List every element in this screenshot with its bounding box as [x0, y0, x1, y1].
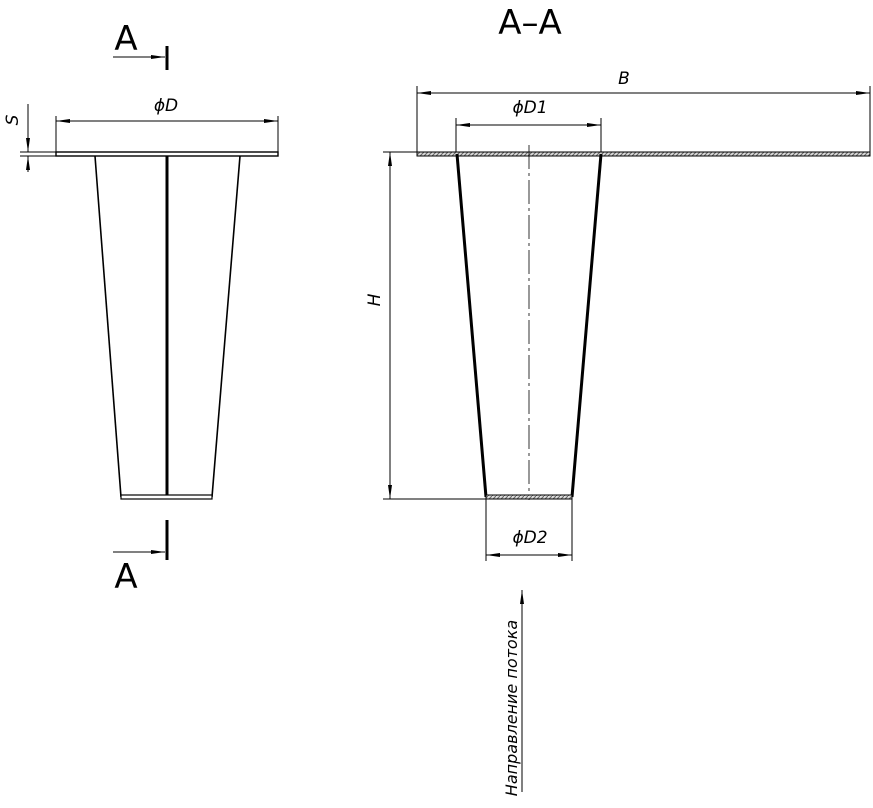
section-label-bottom: A [114, 557, 137, 597]
section-label-top: A [114, 19, 137, 59]
cone-wall-left [455, 153, 488, 498]
bottom-ring [120, 494, 213, 500]
dim-label-b: B [618, 69, 630, 89]
flange [55, 151, 279, 157]
dim-label-d2: ϕD2 [512, 528, 547, 548]
section-view: A–A B ϕD1 H ϕD2 Направление потока [365, 3, 871, 796]
cone-edge-left [94, 155, 122, 498]
dim-label-s: S [3, 114, 23, 125]
dim-label-d1: ϕD1 [512, 98, 547, 118]
cone-wall-right [570, 153, 603, 498]
mounting-plate [416, 151, 871, 157]
cone-edge-right [211, 155, 241, 498]
dim-label-d: ϕD [154, 96, 178, 116]
dim-label-h: H [365, 293, 385, 306]
section-title: A–A [498, 3, 562, 43]
front-view: A ϕD S A [3, 19, 279, 597]
flow-direction-label: Направление потока [502, 620, 521, 796]
bottom-ring-section [485, 494, 573, 500]
